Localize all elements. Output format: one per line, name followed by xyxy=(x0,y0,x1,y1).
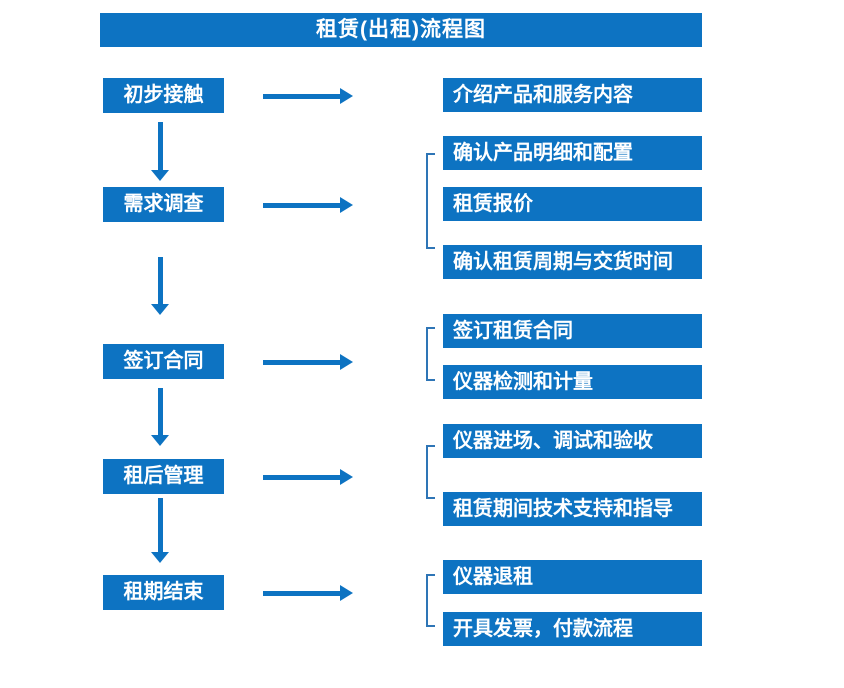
group-bracket-icon xyxy=(426,327,435,381)
detail-box-sign-rental-contract: 签订租赁合同 xyxy=(443,314,702,348)
step-box-demand-survey: 需求调查 xyxy=(103,187,224,222)
detail-box-confirm-period-delivery: 确认租赁周期与交货时间 xyxy=(443,245,702,279)
detail-box-rental-tech-support: 租赁期间技术支持和指导 xyxy=(443,492,702,526)
step-box-rental-end: 租期结束 xyxy=(103,575,224,610)
down-arrow-icon xyxy=(151,388,169,446)
detail-box-introduce-services: 介绍产品和服务内容 xyxy=(443,78,702,112)
right-arrow-icon xyxy=(263,585,353,601)
detail-box-instrument-setup-acceptance: 仪器进场、调试和验收 xyxy=(443,424,702,458)
detail-box-invoice-payment: 开具发票，付款流程 xyxy=(443,612,702,646)
step-box-sign-contract: 签订合同 xyxy=(103,344,224,379)
group-bracket-icon xyxy=(426,153,435,249)
flowchart-title: 租赁(出租)流程图 xyxy=(100,13,702,47)
down-arrow-icon xyxy=(151,498,169,563)
right-arrow-icon xyxy=(263,469,353,485)
detail-box-confirm-product-config: 确认产品明细和配置 xyxy=(443,136,702,170)
right-arrow-icon xyxy=(263,88,353,104)
step-box-initial-contact: 初步接触 xyxy=(103,78,224,113)
group-bracket-icon xyxy=(426,445,435,499)
detail-box-instrument-return: 仪器退租 xyxy=(443,560,702,594)
right-arrow-icon xyxy=(263,197,353,213)
down-arrow-icon xyxy=(151,122,169,181)
detail-box-instrument-test-measure: 仪器检测和计量 xyxy=(443,365,702,399)
right-arrow-icon xyxy=(263,354,353,370)
group-bracket-icon xyxy=(426,574,435,627)
detail-box-rental-quote: 租赁报价 xyxy=(443,187,702,221)
down-arrow-icon xyxy=(151,257,169,315)
step-box-post-rental-management: 租后管理 xyxy=(103,459,224,494)
